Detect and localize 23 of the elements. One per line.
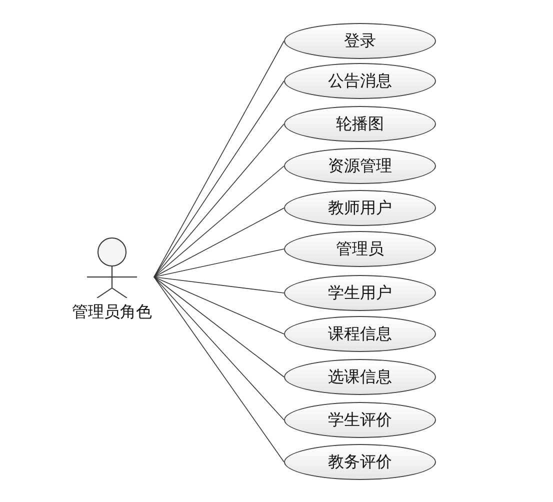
use-case-ellipse: 学生评价 [284,402,436,438]
use-case-ellipse: 轮播图 [284,106,436,142]
actor-label: 管理员角色 [72,302,152,323]
use-case-ellipse: 资源管理 [284,148,436,184]
association-line [154,40,284,278]
association-line [154,276,284,420]
use-case-ellipse: 课程信息 [284,316,436,352]
use-case-ellipse: 登录 [284,23,436,59]
association-line [154,124,284,278]
association-line [154,276,284,462]
association-line [154,276,284,294]
association-line [154,80,284,278]
use-case-ellipse: 管理员 [284,231,436,267]
association-line [154,276,284,334]
use-case-ellipse: 教师用户 [284,190,436,226]
association-line [154,208,284,278]
use-case-ellipse: 学生用户 [284,275,436,311]
association-line [154,248,284,278]
use-case-ellipse: 选课信息 [284,359,436,395]
use-case-ellipse: 教务评价 [284,444,436,480]
association-line [154,276,284,378]
association-line [154,166,284,278]
use-case-ellipse: 公告消息 [284,63,436,99]
